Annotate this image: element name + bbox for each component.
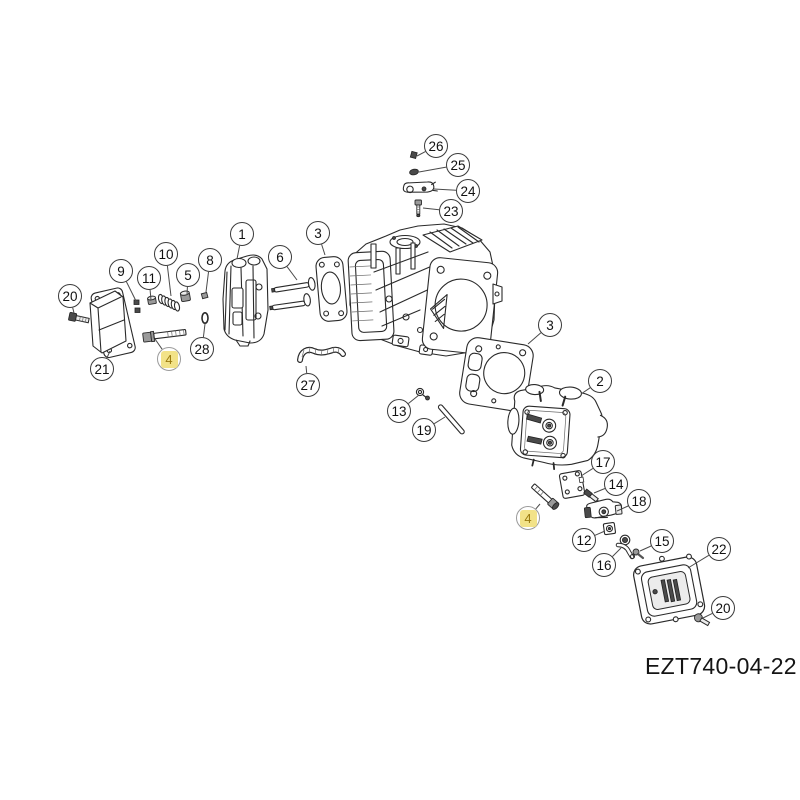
spring-seat-11-part	[147, 295, 157, 305]
callout-24[interactable]: 24	[456, 179, 480, 203]
callout-4-highlighted[interactable]: 4	[157, 347, 181, 371]
nut-12-part	[602, 522, 617, 536]
valve-spring-10-part	[157, 293, 181, 312]
bolt-20-left-part	[68, 312, 90, 324]
push-rod-19-part	[437, 404, 465, 435]
callout-6[interactable]: 6	[268, 245, 292, 269]
callout-4-highlighted[interactable]: 4	[516, 506, 540, 530]
callout-21[interactable]: 21	[90, 357, 114, 381]
leader-line	[527, 332, 542, 345]
callout-2[interactable]: 2	[588, 369, 612, 393]
valve-cap-8-part	[200, 291, 209, 300]
callout-11[interactable]: 11	[137, 266, 161, 290]
callout-20[interactable]: 20	[711, 596, 735, 620]
diagram-code-label: EZT740-04-22	[645, 653, 797, 679]
leader-line	[639, 545, 652, 552]
head-gasket-left-part	[315, 256, 348, 322]
leader-line	[202, 323, 206, 338]
cylinder-head-1-part	[222, 254, 269, 347]
engine-block-part	[347, 223, 503, 357]
o-ring-28-part	[201, 311, 209, 324]
screw-26-part	[409, 150, 418, 160]
callout-23[interactable]: 23	[439, 199, 463, 223]
leader-line	[205, 271, 209, 293]
callout-17[interactable]: 17	[591, 450, 615, 474]
callout-20[interactable]: 20	[58, 284, 82, 308]
callout-12[interactable]: 12	[572, 528, 596, 552]
leader-line	[418, 166, 447, 173]
leader-line	[125, 281, 137, 302]
highlight-chip: 4	[160, 350, 178, 368]
callout-3[interactable]: 3	[538, 313, 562, 337]
callout-1[interactable]: 1	[230, 222, 254, 246]
leader-line	[593, 488, 606, 494]
callout-22[interactable]: 22	[707, 537, 731, 561]
cylinder-head-2-part	[507, 383, 608, 471]
screw-20-right-part	[693, 613, 711, 627]
leader-line	[286, 266, 298, 281]
leader-line	[321, 244, 326, 256]
gasket-plate-17-part	[558, 470, 586, 499]
leader-line	[154, 338, 163, 350]
retainer-clip-13-part	[415, 387, 430, 401]
bracket-16-part	[615, 534, 635, 560]
head-bolt-4-right-part	[531, 483, 560, 510]
rocker-cover-22-part	[633, 553, 706, 625]
callout-19[interactable]: 19	[412, 418, 436, 442]
breather-hose-27-part	[297, 346, 346, 363]
leader-line	[535, 503, 541, 510]
spacer-18-part	[583, 498, 623, 519]
leader-line	[166, 265, 172, 297]
leader-line	[149, 289, 152, 301]
spring-retainer-5-part	[179, 290, 191, 303]
exhaust-valve-7-part	[269, 293, 311, 311]
callout-27[interactable]: 27	[296, 373, 320, 397]
head-bolt-4-left-part	[142, 329, 187, 343]
leader-line	[687, 554, 710, 569]
callout-15[interactable]: 15	[650, 529, 674, 553]
leader-line	[416, 151, 426, 157]
highlight-chip: 4	[519, 509, 537, 527]
callout-3[interactable]: 3	[306, 221, 330, 245]
leader-line	[236, 245, 241, 260]
leader-line	[106, 350, 111, 359]
rocker-arm-24-part	[402, 181, 438, 194]
leader-line	[594, 530, 606, 536]
callout-5[interactable]: 5	[176, 263, 200, 287]
valve-keeper-9-part	[133, 299, 141, 313]
leader-line	[702, 612, 713, 619]
leader-line	[580, 467, 594, 477]
screw-25-part	[409, 168, 419, 176]
leader-line	[433, 188, 457, 191]
callout-10[interactable]: 10	[154, 242, 178, 266]
leader-line	[433, 416, 446, 425]
bolt-15-part	[632, 548, 645, 560]
leader-line	[305, 365, 308, 374]
callout-28[interactable]: 28	[190, 337, 214, 361]
callout-9[interactable]: 9	[109, 259, 133, 283]
callout-13[interactable]: 13	[387, 399, 411, 423]
callout-26[interactable]: 26	[424, 134, 448, 158]
callout-16[interactable]: 16	[592, 553, 616, 577]
rocker-cover-21-part	[89, 287, 136, 359]
callout-8[interactable]: 8	[198, 248, 222, 272]
leader-line	[72, 307, 75, 314]
bolt-23-part	[414, 199, 422, 218]
callout-18[interactable]: 18	[627, 489, 651, 513]
leader-line	[408, 394, 420, 404]
leader-line	[616, 505, 629, 512]
callout-14[interactable]: 14	[604, 472, 628, 496]
leader-line	[422, 207, 440, 211]
leader-line	[580, 387, 591, 395]
callout-25[interactable]: 25	[446, 153, 470, 177]
leader-lines	[72, 151, 713, 619]
leader-line	[612, 547, 622, 557]
intake-valve-6-part	[271, 276, 316, 293]
